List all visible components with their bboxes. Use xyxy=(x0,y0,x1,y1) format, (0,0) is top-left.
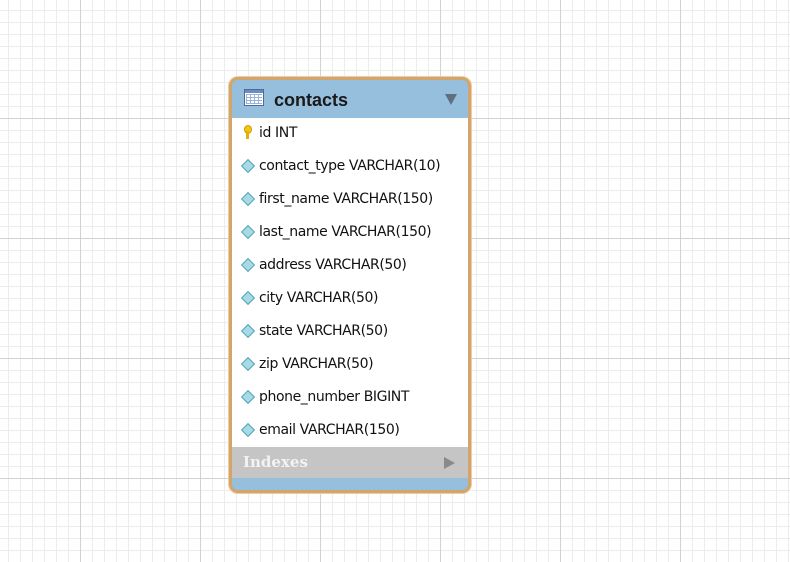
column-diamond-icon xyxy=(240,191,256,207)
column-label: phone_number BIGINT xyxy=(259,389,410,405)
column-label: id INT xyxy=(259,125,297,141)
column-row[interactable]: id INT xyxy=(232,118,468,151)
column-label: state VARCHAR(50) xyxy=(259,323,388,339)
collapse-arrow-icon[interactable] xyxy=(445,94,457,105)
column-row[interactable]: state VARCHAR(50) xyxy=(232,316,468,349)
column-diamond-icon xyxy=(240,356,256,372)
column-label: email VARCHAR(150) xyxy=(259,422,400,438)
column-row[interactable]: email VARCHAR(150) xyxy=(232,415,468,448)
table-icon xyxy=(244,89,264,106)
expand-arrow-icon[interactable] xyxy=(444,457,455,469)
table-footer xyxy=(232,478,468,490)
column-label: contact_type VARCHAR(10) xyxy=(259,158,441,174)
indexes-label: Indexes xyxy=(243,453,308,471)
column-label: address VARCHAR(50) xyxy=(259,257,407,273)
column-diamond-icon xyxy=(240,422,256,438)
column-row[interactable]: address VARCHAR(50) xyxy=(232,250,468,283)
column-row[interactable]: phone_number BIGINT xyxy=(232,382,468,415)
primary-key-icon xyxy=(242,125,252,139)
column-row[interactable]: zip VARCHAR(50) xyxy=(232,349,468,382)
column-label: zip VARCHAR(50) xyxy=(259,356,374,372)
column-row[interactable]: city VARCHAR(50) xyxy=(232,283,468,316)
column-list: id INT contact_type VARCHAR(10) first_na… xyxy=(232,118,468,447)
column-row[interactable]: contact_type VARCHAR(10) xyxy=(232,151,468,184)
table-header[interactable]: contacts xyxy=(232,80,468,118)
column-diamond-icon xyxy=(240,389,256,405)
indexes-section[interactable]: Indexes xyxy=(232,447,468,478)
table-title: contacts xyxy=(274,90,349,110)
column-diamond-icon xyxy=(240,158,256,174)
column-diamond-icon xyxy=(240,257,256,273)
column-row[interactable]: last_name VARCHAR(150) xyxy=(232,217,468,250)
column-label: city VARCHAR(50) xyxy=(259,290,379,306)
table-contacts[interactable]: contacts id INT contact_type VARCHAR(10)… xyxy=(229,77,471,493)
column-label: last_name VARCHAR(150) xyxy=(259,224,432,240)
column-label: first_name VARCHAR(150) xyxy=(259,191,433,207)
column-diamond-icon xyxy=(240,290,256,306)
column-diamond-icon xyxy=(240,323,256,339)
column-diamond-icon xyxy=(240,224,256,240)
column-row[interactable]: first_name VARCHAR(150) xyxy=(232,184,468,217)
